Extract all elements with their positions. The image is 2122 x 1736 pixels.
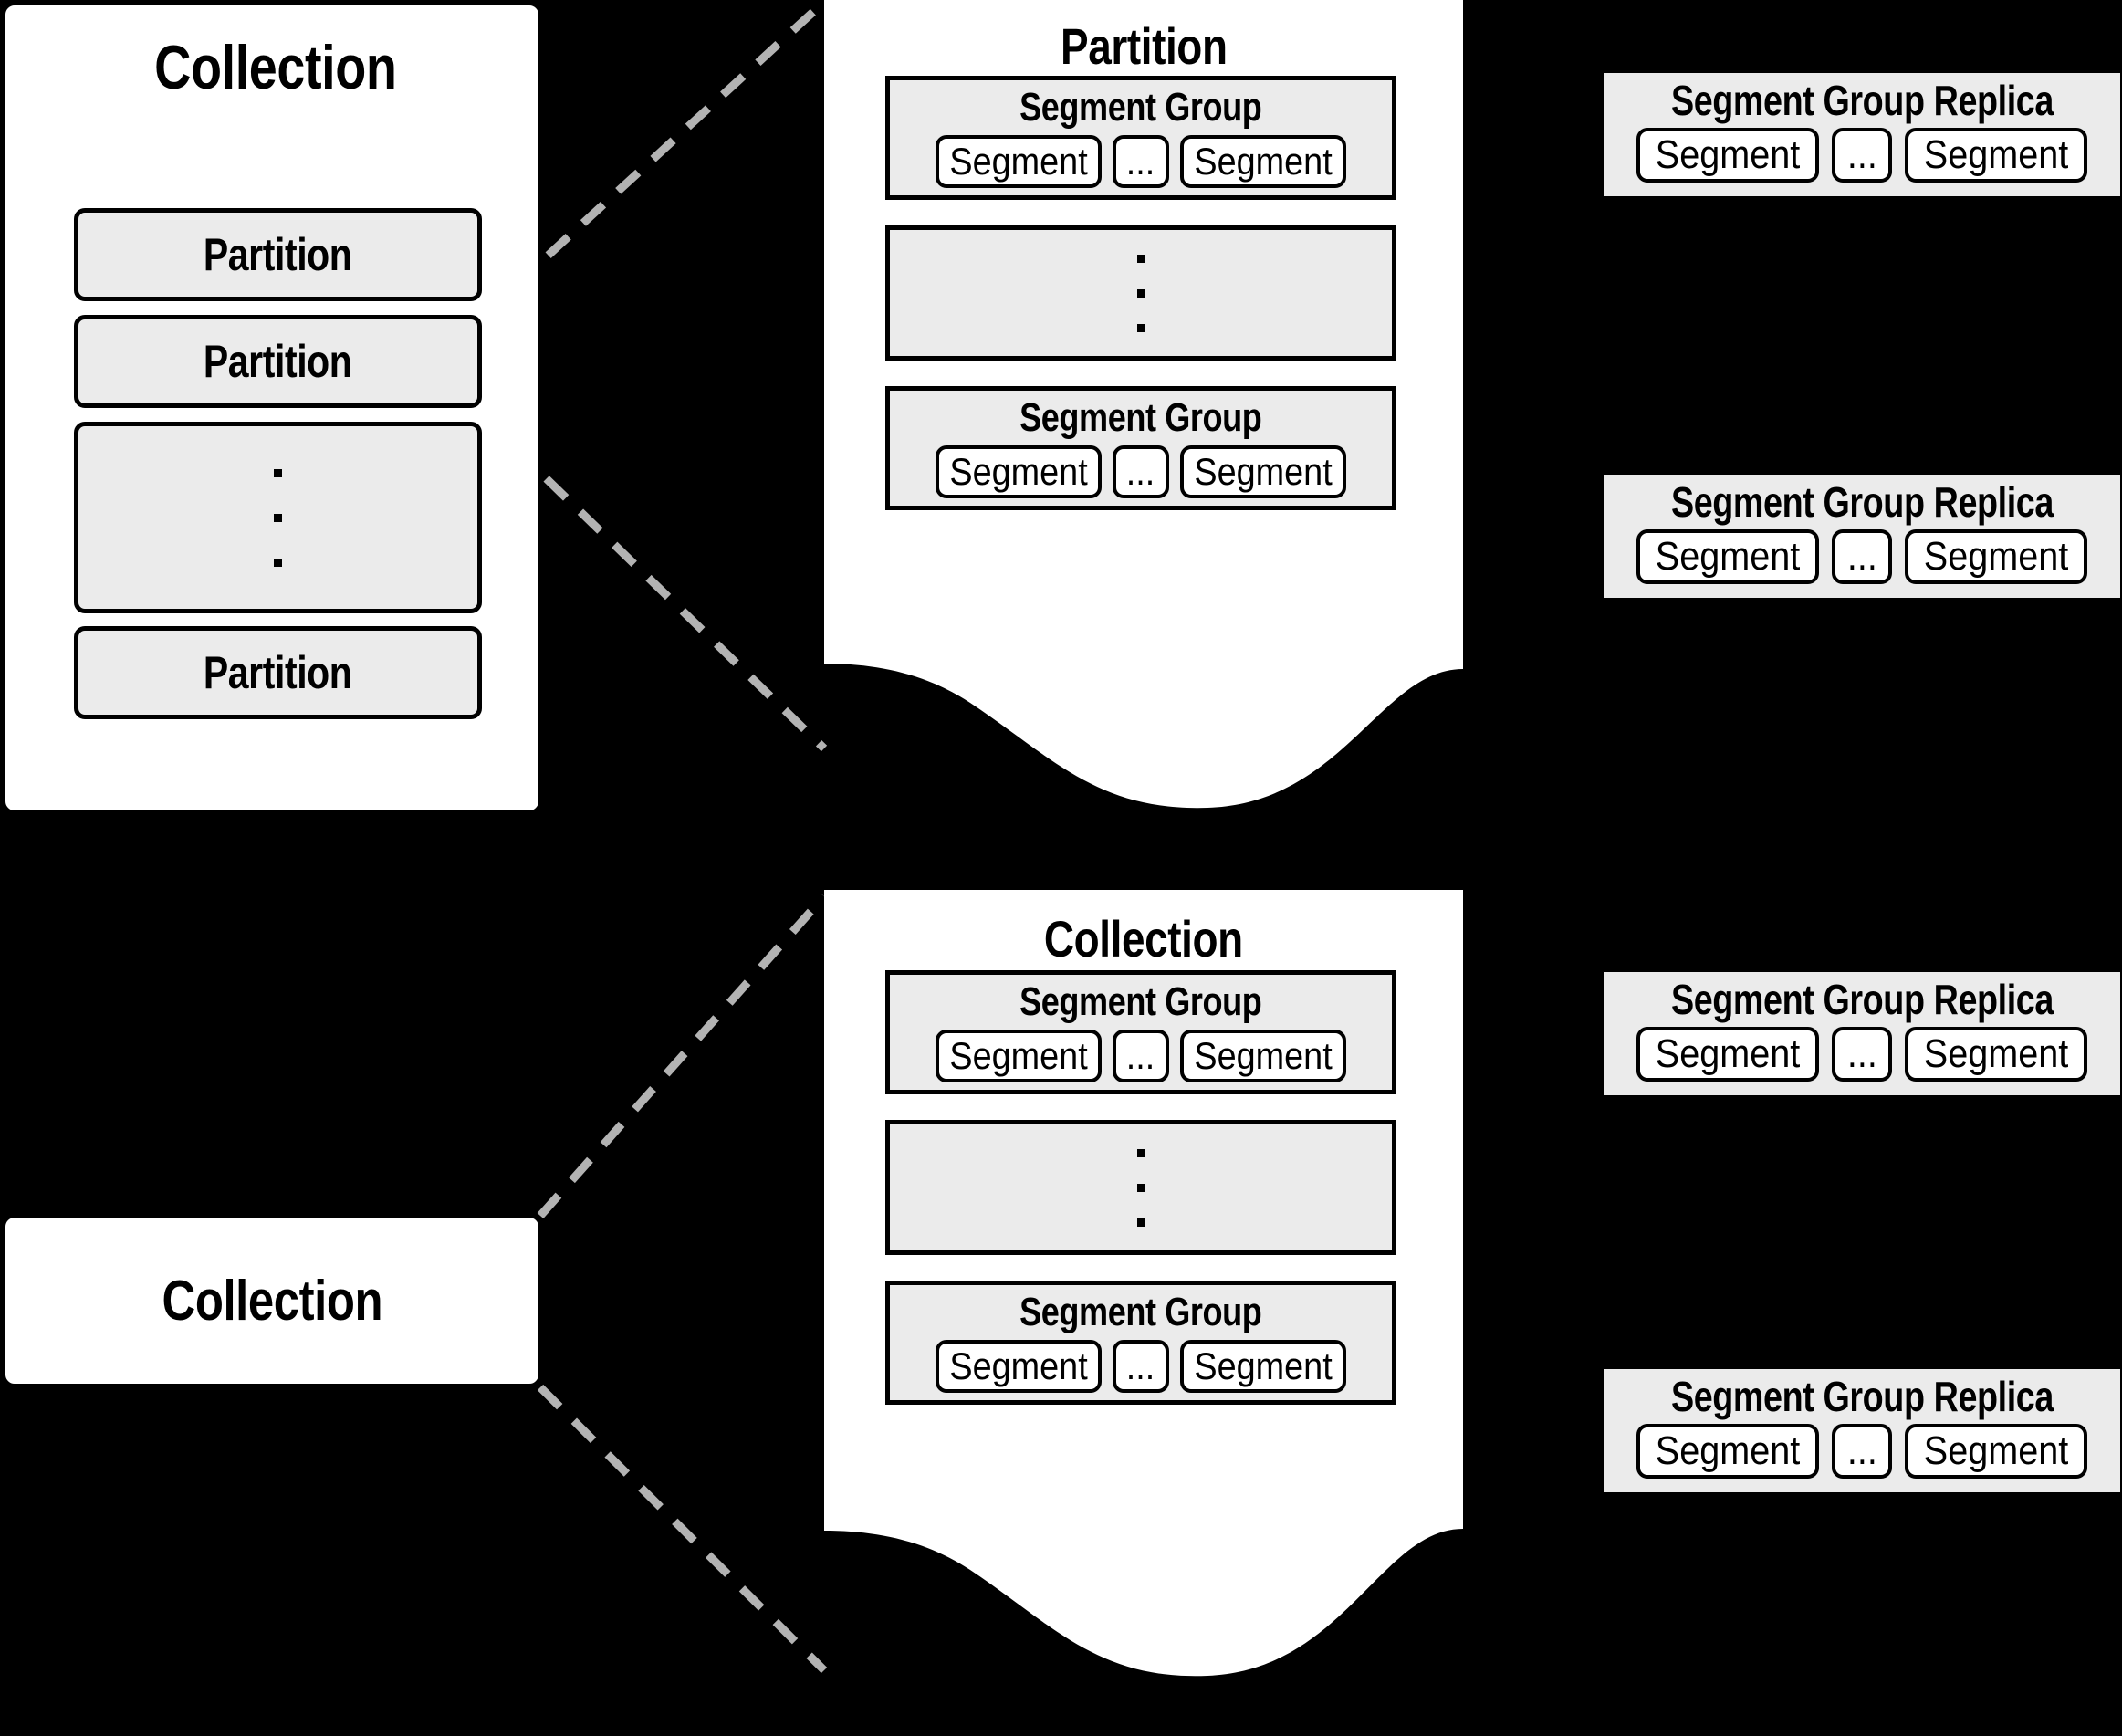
- segment-pill[interactable]: Segment: [1636, 1027, 1819, 1082]
- bottom-segment-group-1-title-wrap: Segment Group: [890, 975, 1392, 1026]
- top-replica-1-title-wrap: Segment Group Replica: [1604, 73, 2120, 126]
- bottom-segment-group-2-segments: Segment ... Segment: [890, 1340, 1392, 1393]
- vertical-ellipsis-icon: [890, 230, 1392, 356]
- top-left-collection-card: Collection Partition Partition Partition: [2, 2, 542, 814]
- top-segment-group-2-segments: Segment ... Segment: [890, 445, 1392, 498]
- top-replica-1-title: Segment Group Replica: [1670, 77, 2054, 124]
- segment-pill[interactable]: Segment: [1636, 1424, 1819, 1479]
- segment-pill[interactable]: Segment: [936, 445, 1102, 498]
- bottom-replica-2-title-wrap: Segment Group Replica: [1604, 1369, 2120, 1422]
- connector-bottom-lower: [537, 1384, 828, 1674]
- segment-pill[interactable]: Segment: [1180, 135, 1346, 188]
- partition-rows-ellipsis: [74, 422, 482, 613]
- segment-ellipsis-pill: ...: [1832, 529, 1892, 584]
- top-segment-group-1-title: Segment Group: [1019, 85, 1262, 130]
- segment-ellipsis-pill: ...: [1113, 445, 1169, 498]
- bottom-collection-panel-title: Collection: [1044, 909, 1243, 967]
- bottom-segment-group-1-title: Segment Group: [1019, 979, 1262, 1024]
- segment-pill[interactable]: Segment: [1905, 128, 2087, 183]
- segment-pill[interactable]: Segment: [1905, 1424, 2087, 1479]
- top-partition-panel: Partition Segment Group Segment ... Segm…: [824, 0, 1463, 821]
- top-replica-2-title: Segment Group Replica: [1670, 478, 2054, 526]
- segment-ellipsis-pill: ...: [1832, 1424, 1892, 1479]
- connector-bottom-upper: [537, 894, 828, 1218]
- top-replica-2-title-wrap: Segment Group Replica: [1604, 475, 2120, 528]
- top-segment-group-2[interactable]: Segment Group Segment ... Segment: [885, 386, 1396, 510]
- segment-ellipsis-pill: ...: [1832, 128, 1892, 183]
- top-replica-1-segments: Segment ... Segment: [1604, 128, 2120, 183]
- segment-pill[interactable]: Segment: [1180, 1340, 1346, 1393]
- bottom-collection-panel: Collection Segment Group Segment ... Seg…: [824, 890, 1463, 1734]
- segment-ellipsis-pill: ...: [1113, 1030, 1169, 1082]
- partition-row-1-label: Partition: [204, 229, 352, 280]
- top-segment-group-1-title-wrap: Segment Group: [890, 80, 1392, 131]
- segment-pill[interactable]: Segment: [1905, 1027, 2087, 1082]
- bottom-segment-group-2-title: Segment Group: [1019, 1290, 1262, 1334]
- bottom-segment-group-1-segments: Segment ... Segment: [890, 1030, 1392, 1082]
- top-partition-panel-title-wrap: Partition: [824, 0, 1463, 78]
- top-replica-2[interactable]: Segment Group Replica Segment ... Segmen…: [1604, 475, 2120, 598]
- bottom-replica-1-segments: Segment ... Segment: [1604, 1027, 2120, 1082]
- segment-ellipsis-pill: ...: [1113, 135, 1169, 188]
- top-segment-group-1[interactable]: Segment Group Segment ... Segment: [885, 76, 1396, 200]
- segment-pill[interactable]: Segment: [936, 135, 1102, 188]
- top-left-collection-title-wrap: Collection: [5, 29, 546, 106]
- bottom-replica-2-title: Segment Group Replica: [1670, 1373, 2054, 1420]
- top-replica-2-segments: Segment ... Segment: [1604, 529, 2120, 584]
- bottom-segment-group-2-title-wrap: Segment Group: [890, 1285, 1392, 1336]
- bottom-collection-panel-title-wrap: Collection: [824, 890, 1463, 972]
- segment-pill[interactable]: Segment: [936, 1340, 1102, 1393]
- partition-row-last[interactable]: Partition: [74, 626, 482, 719]
- partition-row-2[interactable]: Partition: [74, 315, 482, 408]
- segment-pill[interactable]: Segment: [1180, 1030, 1346, 1082]
- top-partition-panel-title: Partition: [1060, 16, 1228, 75]
- bottom-replica-1-title: Segment Group Replica: [1670, 976, 2054, 1023]
- top-segment-group-2-title-wrap: Segment Group: [890, 391, 1392, 442]
- bottom-segment-group-2[interactable]: Segment Group Segment ... Segment: [885, 1281, 1396, 1405]
- page-title: Collection: [154, 33, 397, 102]
- bottom-left-collection-title: Collection: [162, 1269, 382, 1333]
- segment-pill[interactable]: Segment: [1180, 445, 1346, 498]
- segment-ellipsis-pill: ...: [1832, 1027, 1892, 1082]
- bottom-replica-1[interactable]: Segment Group Replica Segment ... Segmen…: [1604, 972, 2120, 1095]
- partition-row-last-label: Partition: [204, 647, 352, 698]
- bottom-replica-1-title-wrap: Segment Group Replica: [1604, 972, 2120, 1025]
- vertical-ellipsis-icon: [78, 426, 477, 609]
- bottom-replica-2[interactable]: Segment Group Replica Segment ... Segmen…: [1604, 1369, 2120, 1492]
- top-segment-group-2-title: Segment Group: [1019, 395, 1262, 440]
- vertical-ellipsis-icon: [890, 1124, 1392, 1250]
- bottom-replica-2-segments: Segment ... Segment: [1604, 1424, 2120, 1479]
- segment-pill[interactable]: Segment: [936, 1030, 1102, 1082]
- segment-ellipsis-pill: ...: [1113, 1340, 1169, 1393]
- partition-row-1[interactable]: Partition: [74, 208, 482, 301]
- bottom-segment-group-1[interactable]: Segment Group Segment ... Segment: [885, 970, 1396, 1094]
- top-replica-1[interactable]: Segment Group Replica Segment ... Segmen…: [1604, 73, 2120, 196]
- top-segment-groups-ellipsis: [885, 225, 1396, 361]
- segment-pill[interactable]: Segment: [1905, 529, 2087, 584]
- segment-pill[interactable]: Segment: [1636, 128, 1819, 183]
- partition-row-2-label: Partition: [204, 336, 352, 387]
- top-segment-group-1-segments: Segment ... Segment: [890, 135, 1392, 188]
- bottom-segment-groups-ellipsis: [885, 1120, 1396, 1255]
- bottom-left-collection-card[interactable]: Collection: [2, 1214, 542, 1387]
- segment-pill[interactable]: Segment: [1636, 529, 1819, 584]
